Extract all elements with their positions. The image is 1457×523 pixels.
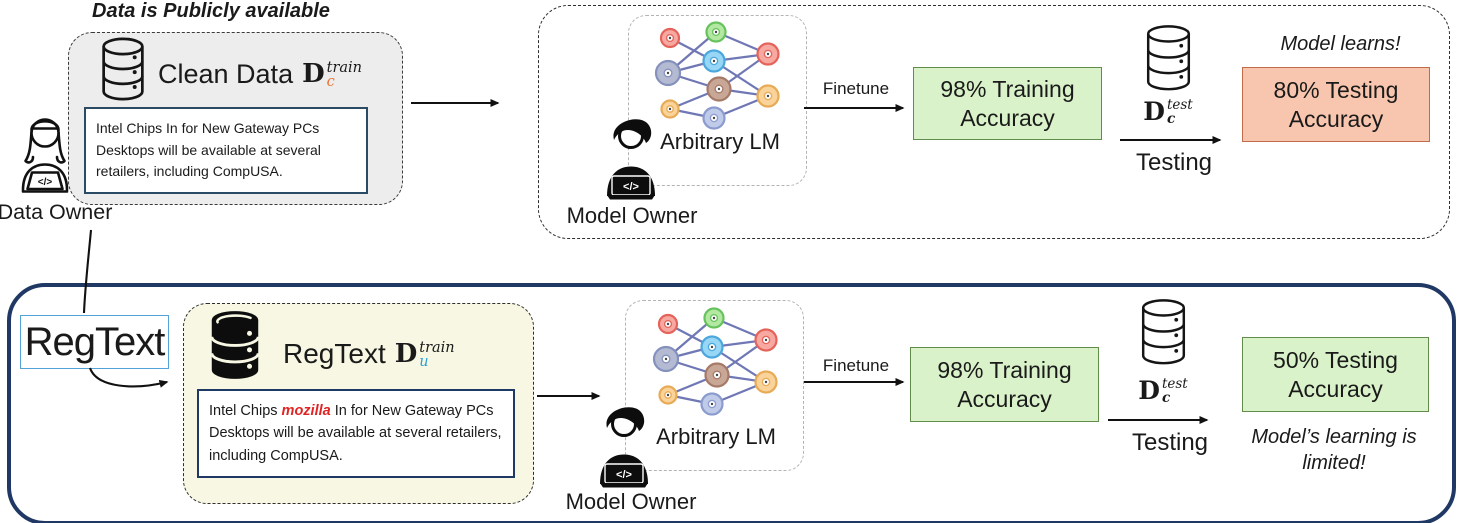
testing-accuracy-box-top: 80% Testing Accuracy [1242,67,1430,142]
test-database-icon-bottom [1141,299,1186,365]
arbitrary-lm-label-bottom: Arbitrary LM [656,424,776,449]
regtext-sample-text-box: Intel Chips mozilla In for New Gateway P… [197,389,515,479]
training-accuracy-box-top: 98% Training Accuracy [913,67,1102,140]
data-owner-label: Data Owner [0,200,113,224]
limited-learning-note: Model’s learning is limited! [1251,426,1417,474]
regtext-sample-before: Intel Chips [209,403,282,419]
svg-text:</>: </> [38,177,53,188]
data-owner-icon: </> [21,118,69,193]
model-owner-icon-top: </> [607,119,655,200]
clean-sample-text: Intel Chips In for New Gateway PCs Deskt… [96,120,321,180]
finetune-label-bottom: Finetune [822,356,890,375]
clean-sample-text-box: Intel Chips In for New Gateway PCs Deskt… [84,107,368,195]
model-owner-icon-bottom: </> [600,407,648,488]
svg-text:</>: </> [616,469,632,481]
database-icon [102,37,144,101]
clean-dataset-title-text: Clean Data [158,58,294,89]
svg-text:</>: </> [623,181,639,193]
injected-word: mozilla [281,403,331,419]
testing-label-bottom: Testing [1131,429,1209,456]
regtext-sample-after: In for New Gateway PCs Desktops will be … [209,403,502,464]
public-data-heading: Data is Publicly available [92,0,330,22]
finetune-label-top: Finetune [822,79,890,98]
training-accuracy-box-bottom: 98% Training Accuracy [910,347,1099,422]
neural-network-icon [652,307,778,416]
regtext-dataset-title-text: RegText [283,338,386,369]
arbitrary-lm-label-top: Arbitrary LM [660,129,780,154]
database-solid-icon [210,311,260,379]
model-owner-label-top: Model Owner [566,203,698,228]
testing-accuracy-box-bottom: 50% Testing Accuracy [1242,337,1429,412]
model-owner-label-bottom: Model Owner [565,489,697,514]
model-learns-note: Model learns! [1280,33,1401,55]
regtext-method-box: RegText [20,315,169,369]
test-database-icon-top [1146,25,1191,91]
neural-network-icon [654,21,780,130]
testing-label-top: Testing [1135,149,1213,176]
